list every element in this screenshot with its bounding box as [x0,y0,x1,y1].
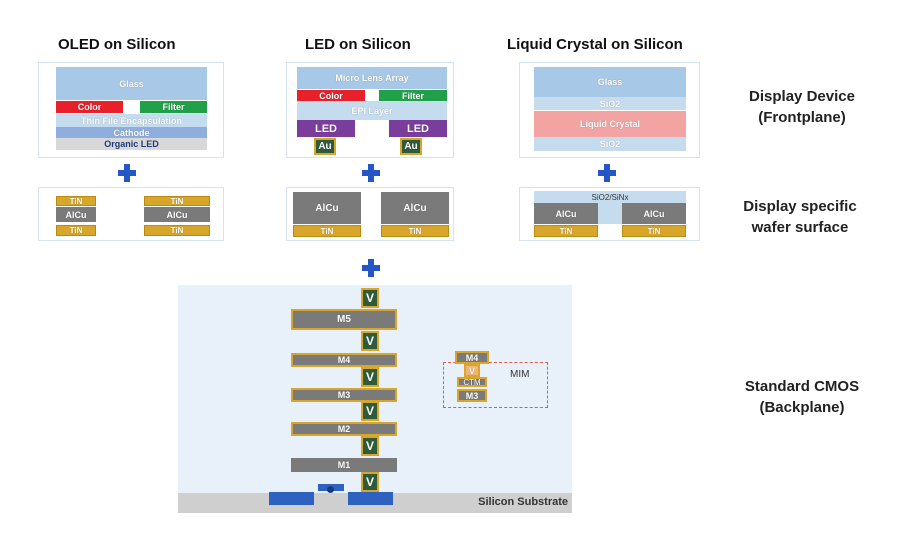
lcos-tin-left: TiN [534,225,598,237]
led-micro-lens-array: Micro Lens Array [297,67,447,89]
via-icon: V [361,436,379,456]
via-icon: V [361,288,379,308]
mim-m3: M3 [457,389,487,402]
oled-tin-bottom-right: TiN [144,225,210,236]
oled-alcu-right: AlCu [144,207,210,222]
led-au-bump-right: Au [400,138,422,155]
plus-icon [362,164,380,182]
column-title-lcos: Liquid Crystal on Silicon [507,36,683,53]
lcos-sio2-sinx-layer: SiO2/SiNx [534,191,686,203]
column-title-oled: OLED on Silicon [58,36,176,53]
via-icon: V [361,401,379,421]
metal-m4: M4 [291,353,397,367]
mim-via: V [464,364,480,377]
silicon-substrate-label: Silicon Substrate [478,496,568,508]
row-label-backplane-line1: Standard CMOS [744,378,860,395]
oled-tin-bottom-left: TiN [56,225,96,236]
lcos-tin-right: TiN [622,225,686,237]
led-alcu-right: AlCu [381,192,449,224]
led-surface-panel: AlCu TiN AlCu TiN [286,187,454,241]
via-icon: V [361,331,379,351]
metal-m3: M3 [291,388,397,402]
oled-organic-led-layer: Organic LED [56,138,207,150]
metal-m1: M1 [291,458,397,472]
led-alcu-left: AlCu [293,192,361,224]
mim-ctm: CTM [457,377,487,387]
row-label-backplane: Standard CMOS (Backplane) [712,376,892,418]
row-label-surface-line1: Display specific [743,198,857,215]
lcos-sio2-top-layer: SiO2 [534,97,686,110]
plus-icon [362,259,380,277]
lcos-liquid-crystal-layer: Liquid Crystal [534,111,686,137]
lcos-alcu-left: AlCu [534,203,598,224]
led-frontplane-panel: Micro Lens Array Color Filter EPI Layer … [286,62,454,158]
lcos-frontplane-panel: Glass SiO2 Liquid Crystal SiO2 [519,62,700,158]
via-icon: V [361,472,379,492]
oled-color-filter-green: Filter [140,101,207,113]
plus-icon [118,164,136,182]
led-tin-right: TiN [381,225,449,237]
oled-color-filter-red: Color [56,101,123,113]
oled-alcu-left: AlCu [56,207,96,222]
diffusion-left [269,492,314,505]
mim-m4: M4 [455,351,489,364]
lcos-surface-panel: SiO2/SiNx AlCu AlCu TiN TiN [519,187,700,241]
oled-tin-top-right: TiN [144,196,210,206]
oled-cathode-layer: Cathode [56,127,207,138]
led-au-bump-left: Au [314,138,336,155]
oled-tfe-layer: Thin File Encapsulation [56,114,207,127]
led-device-left: LED [297,120,355,137]
led-color-filter-red: Color [297,90,365,101]
via-icon: V [361,367,379,387]
row-label-surface-line2: wafer surface [751,219,849,236]
oled-surface-panel: TiN AlCu TiN TiN AlCu TiN [38,187,224,241]
plus-icon [598,164,616,182]
led-tin-left: TiN [293,225,361,237]
oled-glass-layer: Glass [56,67,207,100]
oled-frontplane-panel: Glass Color Filter Thin File Encapsulati… [38,62,224,158]
cmos-backplane-panel: V V V V V V M5 M4 M3 M2 M1 M4 V CTM M3 M… [178,285,572,513]
column-title-led: LED on Silicon [305,36,411,53]
row-label-frontplane-line1: Display Device [749,88,855,105]
row-label-frontplane-line2: (Frontplane) [758,109,846,126]
gate-contact [327,486,334,493]
row-label-backplane-line2: (Backplane) [759,399,845,416]
mim-label: MIM [510,369,530,380]
mim-outline [443,362,548,408]
lcos-oxide-gap [598,203,622,224]
oled-tin-top-left: TiN [56,196,96,206]
metal-m2: M2 [291,422,397,436]
lcos-sio2-bottom-layer: SiO2 [534,137,686,151]
led-color-filter-gap [365,90,379,101]
metal-m5: M5 [291,309,397,330]
row-label-wafer-surface: Display specific wafer surface [705,196,895,238]
oled-color-filter-gap [123,101,140,113]
lcos-alcu-right: AlCu [622,203,686,224]
led-epi-layer: EPI Layer [297,101,447,120]
lcos-glass-layer: Glass [534,67,686,97]
led-color-filter-green: Filter [379,90,447,101]
diffusion-right [348,492,393,505]
row-label-frontplane: Display Device (Frontplane) [712,86,892,128]
led-device-right: LED [389,120,447,137]
